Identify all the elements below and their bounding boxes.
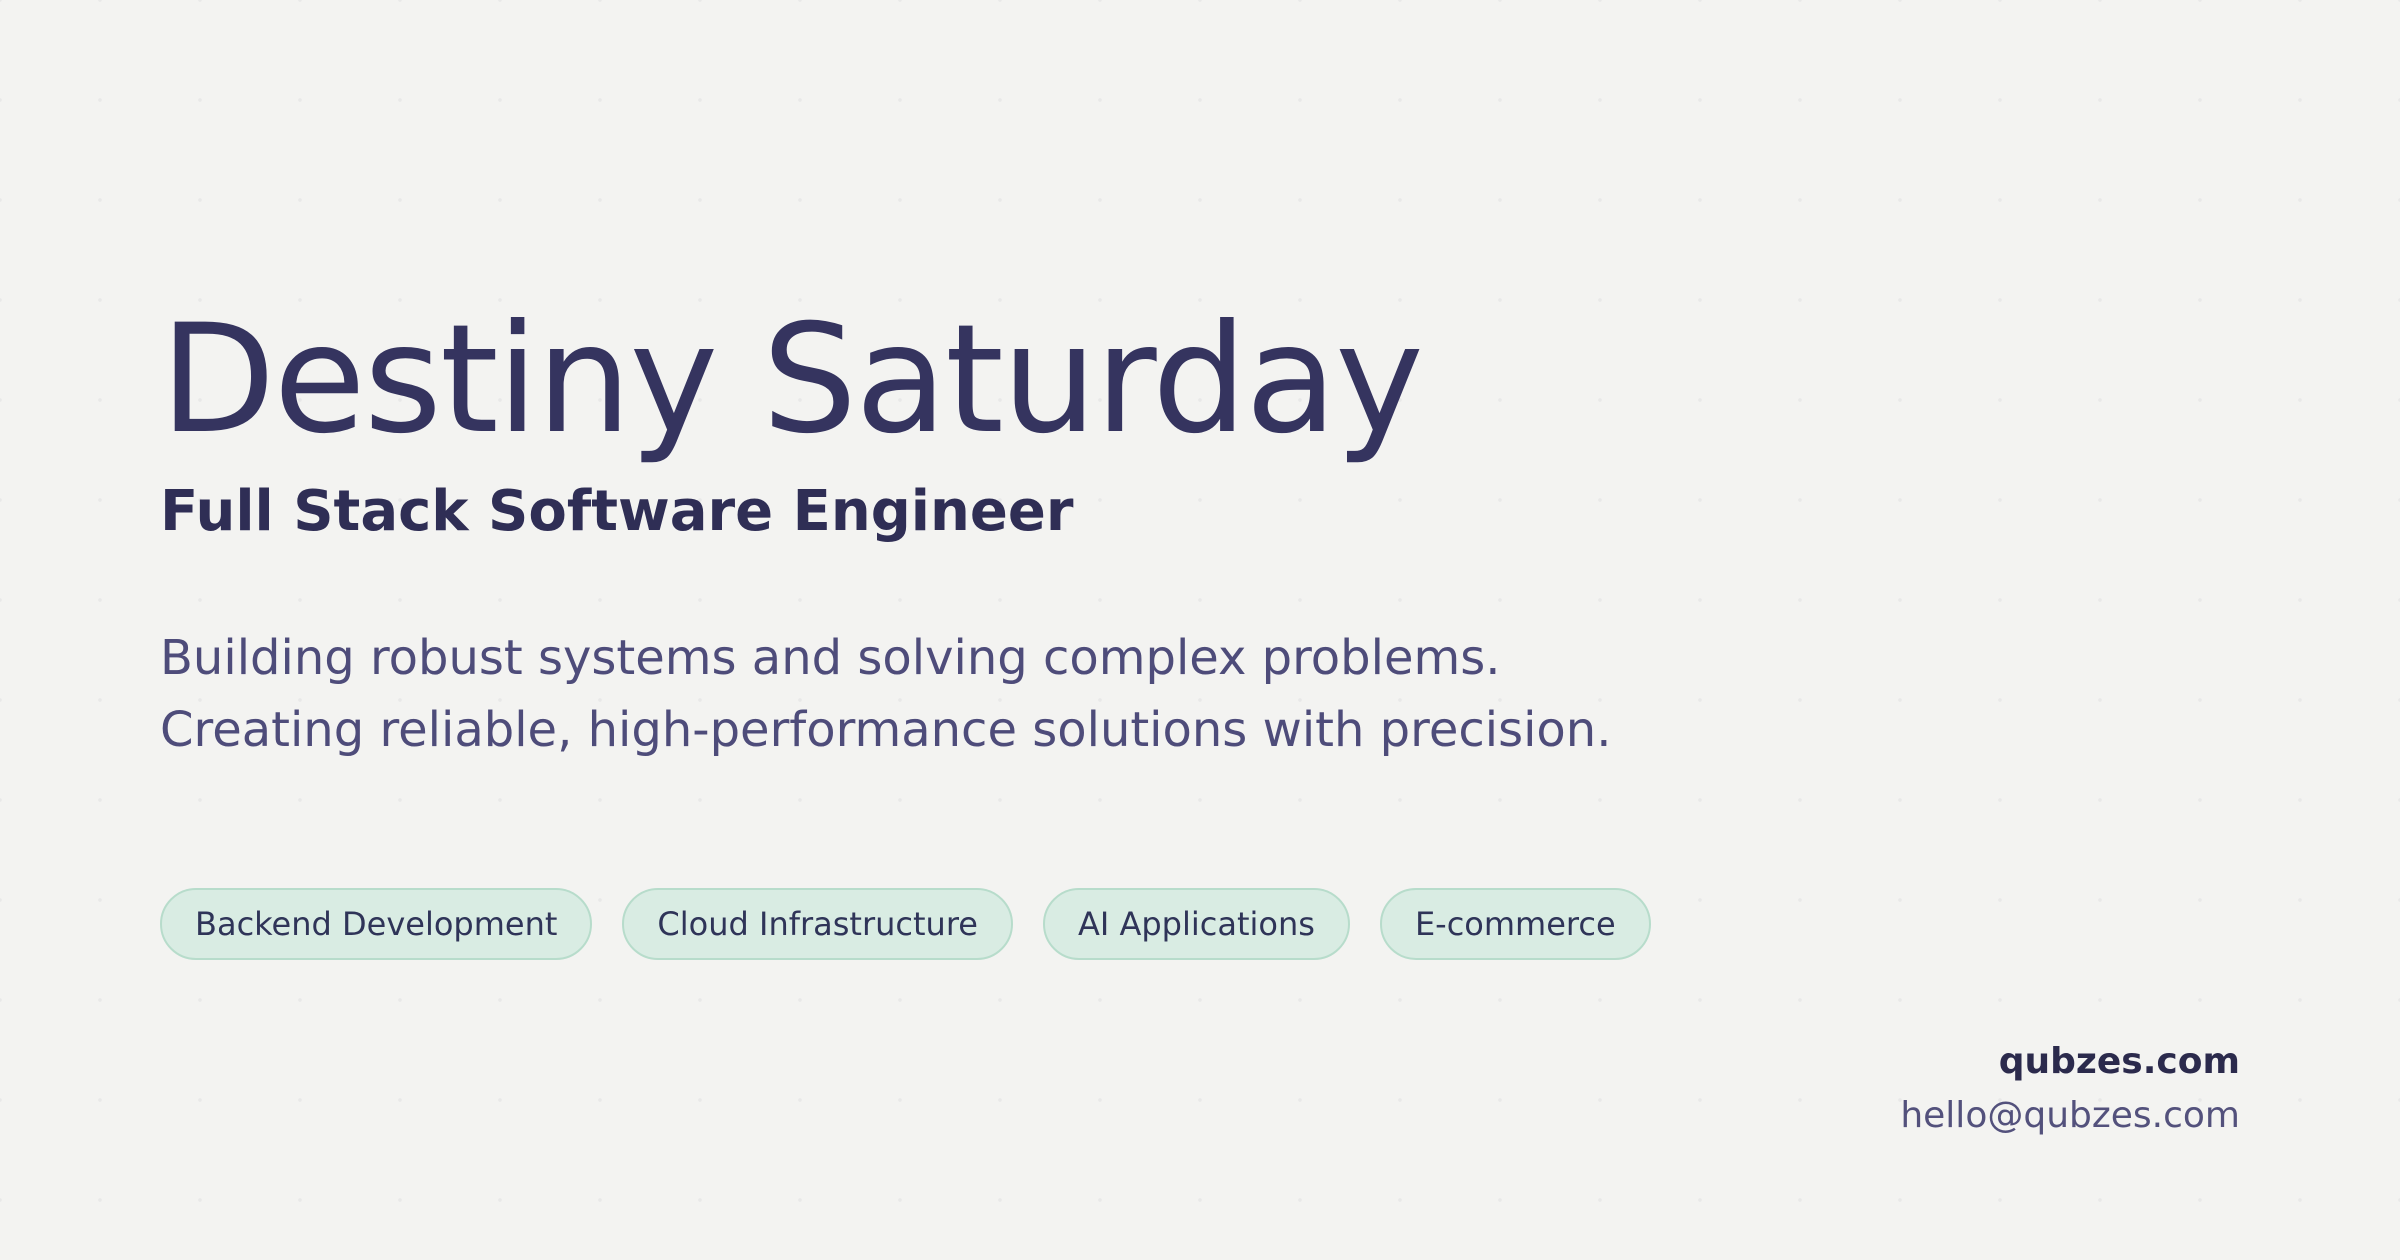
email-link[interactable]: hello@qubzes.com	[1900, 1095, 2240, 1136]
tag-e-commerce: E-commerce	[1379, 888, 1651, 960]
tagline: Building robust systems and solving comp…	[160, 630, 1612, 758]
website-link[interactable]: qubzes.com	[1998, 1041, 2240, 1082]
tag-ai-applications: AI Applications	[1042, 888, 1350, 960]
hero-section: Destiny Saturday Full Stack Software Eng…	[160, 290, 1660, 766]
skill-tags: Backend Development Cloud Infrastructure…	[160, 888, 1651, 960]
person-name: Destiny Saturday	[160, 293, 1424, 467]
job-title: Full Stack Software Engineer	[160, 479, 1074, 544]
tag-backend-development: Backend Development	[160, 888, 593, 960]
contact-info: qubzes.com hello@qubzes.com	[1900, 1035, 2240, 1143]
tag-cloud-infrastructure: Cloud Infrastructure	[622, 888, 1013, 960]
